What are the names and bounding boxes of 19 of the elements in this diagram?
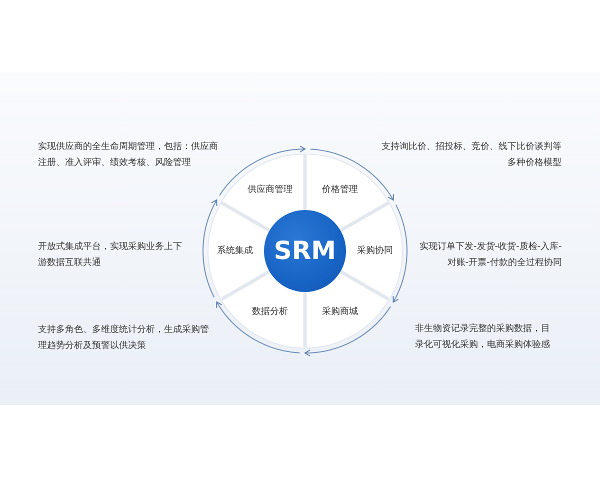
hub-label: SRM [274, 237, 336, 265]
description-text: 支持询比价、招投标、竞价、线下比价谈判等多种价格模型 [380, 140, 562, 170]
segment-label: 价格管理 [322, 184, 358, 196]
segment-label: 采购协同 [356, 245, 393, 257]
segment-label: 供应商管理 [248, 184, 292, 196]
segment-label: 数据分析 [252, 306, 288, 318]
cycle-arrow [218, 146, 306, 196]
description-text: 支持多角色、多维度统计分析，生成采购管理趋势分析及预警以供决策 [38, 324, 210, 353]
description-text: 实现订单下发-发货-收货-质检-入库-对账-开票-付款的全过程协同 [418, 240, 562, 270]
cycle-arrow [304, 306, 392, 356]
description-text: 实现供应商的全生命周期管理，包括：供应商注册、准入评审、绩效考核、风险管理 [38, 140, 219, 170]
cycle-arrow [216, 302, 300, 354]
segment-label: 采购商城 [322, 306, 358, 318]
description-text: 非生物资记录完整的采购数据，目录化可视化采购，电商采购体验感 [415, 322, 551, 352]
segment-label: 系统集成 [217, 245, 253, 257]
description-text: 开放式集成平台，实现采购业务上下游数据互联共通 [38, 240, 183, 270]
cycle-arrow [392, 204, 408, 302]
cycle-arrow [310, 148, 394, 200]
cycle-arrow [202, 200, 218, 298]
